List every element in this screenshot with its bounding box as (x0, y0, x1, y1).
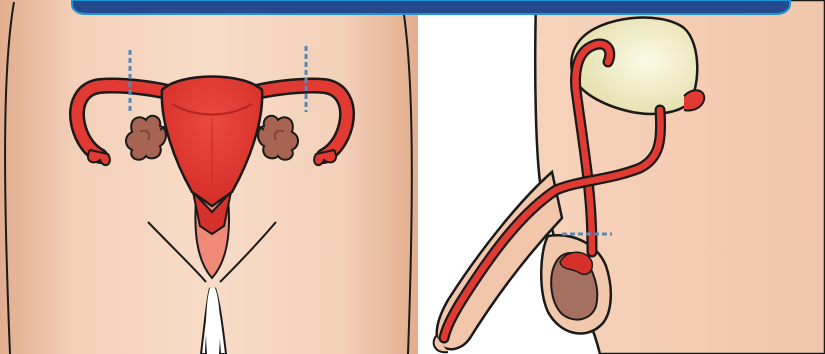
male-panel (426, 0, 825, 354)
female-panel (0, 0, 426, 354)
panel-divider (418, 0, 426, 354)
header-bar (72, 0, 790, 14)
header-bar-shape (72, 0, 790, 14)
